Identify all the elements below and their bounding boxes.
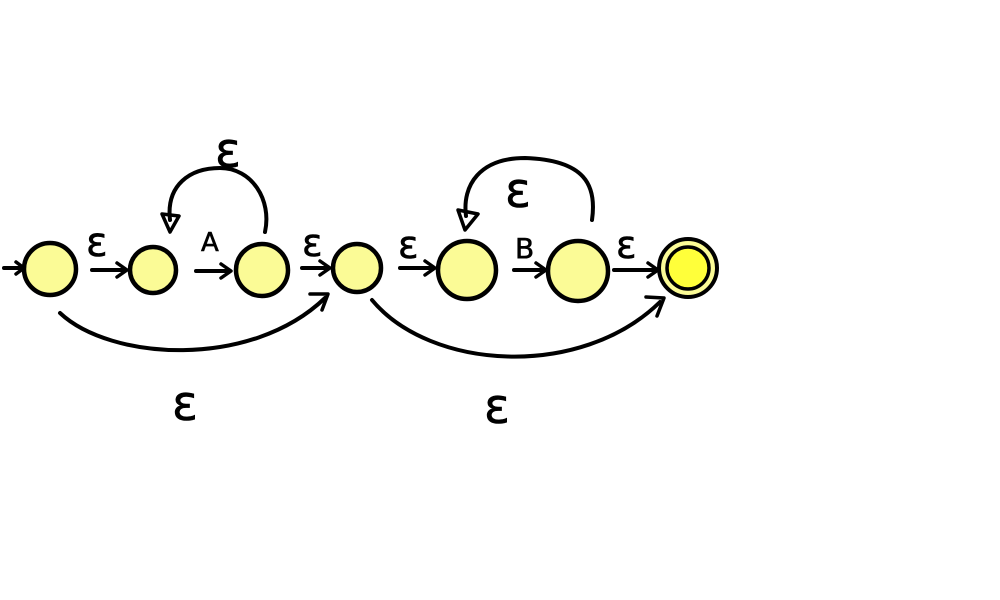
edge-skip-a — [58, 296, 327, 353]
state-final-inner-ring — [665, 245, 711, 291]
label-eps-s3-s4: ε — [398, 223, 419, 267]
state-final — [657, 237, 719, 299]
edge-s2-s3-arrowhead — [318, 259, 332, 277]
edges — [2, 156, 666, 359]
label-b: B — [515, 232, 534, 265]
states — [21, 237, 719, 304]
edge-loop-b-arrowhead — [456, 208, 480, 232]
label-eps-skip-a: ε — [172, 376, 198, 432]
label-eps-loop-b: ε — [505, 163, 531, 219]
edge-loop-a-arrowhead — [160, 212, 181, 234]
edge-loop-b — [463, 156, 595, 222]
state-4 — [435, 238, 499, 302]
state-5 — [545, 238, 611, 304]
state-2 — [233, 241, 291, 299]
label-eps-s0-s1: ε — [86, 220, 108, 266]
label-eps-s2-s3: ε — [302, 221, 323, 265]
edge-s3-s4-arrowhead — [423, 259, 437, 277]
state-3 — [330, 241, 384, 295]
label-a: A — [201, 228, 219, 258]
state-1 — [127, 244, 179, 296]
edge-s1-s2-arrowhead — [219, 262, 233, 280]
edge-skip-a-arrowhead — [308, 292, 330, 312]
edge-s0-s1-arrowhead — [115, 261, 129, 279]
label-eps-s5-final: ε — [616, 223, 637, 267]
label-eps-loop-a: ε — [215, 123, 241, 179]
edge-skip-b-arrowhead — [644, 295, 666, 318]
edge-skip-b — [370, 298, 662, 359]
label-eps-skip-b: ε — [484, 379, 510, 435]
state-0 — [21, 240, 79, 298]
edge-labels: ε A ε ε ε ε B ε ε ε — [86, 123, 637, 436]
edge-loop-a — [167, 166, 269, 234]
